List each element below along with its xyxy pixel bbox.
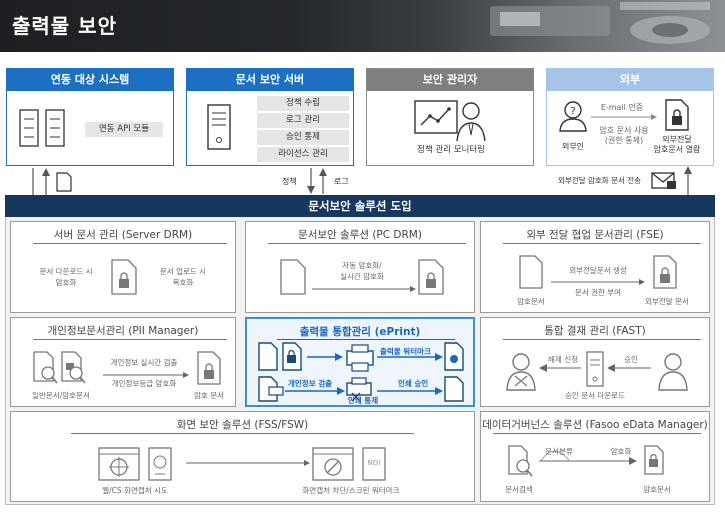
module-edata: 데이터거버넌스 솔루션 (Fasoo eData Manager) 문서분류 암… <box>480 411 710 502</box>
module-fast: 통합 결재 관리 (FAST) 해제 신청 승인 승인 문서 다운로드 <box>480 317 710 407</box>
upload-decrypt-label: 문서 업로드 시 <box>160 268 206 277</box>
log-label: 로그 <box>334 177 349 186</box>
detect-arrow <box>103 372 189 378</box>
pii-grade-label: 개인정보등급 암호화 <box>112 380 176 389</box>
module-pii: 개인정보문서관리 (PII Manager) 일반문서/암호문서 개인정보 실시… <box>10 317 236 407</box>
auto-encrypt-label: 자동 암호화/ <box>342 262 381 271</box>
realtime-encrypt-label: 실시간 암호화 <box>340 273 384 282</box>
watermark-label: 출력물 워터마크 <box>380 348 431 357</box>
module-pc-drm: 문서보안 솔루션 (PC DRM) 자동 암호화/ 실시간 암호화 <box>245 221 475 313</box>
grant-permission-label: 문서 권한 부여 <box>575 289 621 298</box>
module-title: 문서보안 솔루션 (PC DRM) <box>246 227 474 242</box>
module-title: 외부 전달 협업 문서관리 (FSE) <box>481 227 709 242</box>
module-title: 개인정보문서관리 (PII Manager) <box>11 323 235 338</box>
locked-document-icon <box>111 259 137 295</box>
search-document-icon <box>33 351 89 385</box>
pii-detect-label: 개인정보 실시간 검출 <box>111 359 178 368</box>
module-eprint: 출력물 통합관리 (ePrint) 출력물 워터마크 개인정보 검출 인쇄 승인… <box>245 317 475 407</box>
encrypted-doc-label: 암호문서 <box>517 298 545 307</box>
no-watermark-mark: NO! <box>367 459 381 467</box>
module-fse: 외부 전달 협업 문서관리 (FSE) 암호문서 외부전달문서 생성 문서 권한… <box>480 221 710 313</box>
solution-banner: 문서보안 솔루션 도입 <box>5 195 715 217</box>
locked-document-icon <box>197 351 221 385</box>
approve-label: 승인 <box>624 356 638 365</box>
module-title: 화면 보안 솔루션 (FSS/FSW) <box>11 417 474 432</box>
module-fss: 화면 보안 솔루션 (FSS/FSW) 웹/CS 화면캡처 시도 NO! 화면캡… <box>10 411 475 502</box>
capture-block-label: 화면캡처 차단/스크린 워터마크 <box>303 487 400 496</box>
release-request-label: 해제 신청 <box>548 356 578 365</box>
create-external-doc-label: 외부전달문서 생성 <box>569 267 627 276</box>
policy-label: 정책 <box>282 177 297 186</box>
pii-detect-label: 개인정보 검출 <box>288 380 332 389</box>
document-icon <box>56 172 72 192</box>
encrypted-doc-label: 암호 문서 <box>194 392 224 401</box>
document-icon <box>280 259 306 295</box>
module-title: 서버 문서 관리 (Server DRM) <box>11 227 235 242</box>
upload-decrypt-label-2: 복호화 <box>173 279 194 288</box>
external-doc-label: 외부전달 문서 <box>645 298 689 307</box>
solution-banner-title: 문서보안 솔루션 도입 <box>5 195 715 217</box>
encrypted-doc-label: 암호문서 <box>643 486 671 495</box>
classify-label: 문서분류 <box>545 448 573 457</box>
module-server-drm: 서버 문서 관리 (Server DRM) 문서 다운로드 시 암호화 문서 업… <box>10 221 236 313</box>
external-transfer-label: 외부전달 암호화 문서 전송 <box>558 177 641 186</box>
general-doc-label: 일반문서/암호문서 <box>32 392 90 401</box>
doc-search-label: 문서검색 <box>505 486 533 495</box>
create-arrow <box>551 279 645 285</box>
mail-lock-icon <box>651 170 677 190</box>
document-icon <box>519 255 543 289</box>
encrypt-label: 암호화 <box>611 448 632 457</box>
locked-document-icon <box>418 259 444 295</box>
download-encrypt-label: 문서 다운로드 시 <box>39 268 92 277</box>
locked-document-icon <box>653 255 677 289</box>
capture-attempt-label: 웹/CS 화면캡처 시도 <box>102 487 168 496</box>
capture-arrow <box>186 460 310 466</box>
screen-capture-attempt-icon <box>97 446 177 482</box>
download-encrypt-label-2: 암호화 <box>56 279 77 288</box>
encrypt-arrow <box>312 286 416 292</box>
print-approve-label: 인쇄 승인 <box>398 380 428 389</box>
print-control-label: 인쇄 통제 <box>348 397 378 406</box>
approved-download-label: 승인 문서 다운로드 <box>565 392 625 401</box>
